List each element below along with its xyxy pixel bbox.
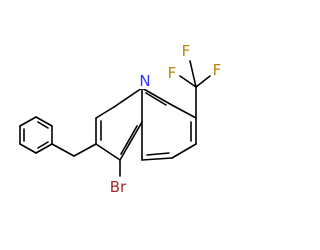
methylene-bridge <box>51 143 97 157</box>
bromine-label: Br <box>110 178 127 196</box>
trifluoromethyl-group <box>179 60 211 119</box>
fluorine-label-right: F <box>213 61 222 79</box>
pyridine-ring <box>95 87 143 161</box>
fluorine-label-top: F <box>182 42 191 60</box>
nitrogen-label: N <box>139 72 150 90</box>
nitrogen-label-bg <box>136 73 150 89</box>
fluorine-label-left: F <box>168 64 177 82</box>
phenyl-ring <box>19 116 53 154</box>
benzyl-bromo-trifluoromethyl-quinoline-structure: N Br F F F <box>19 42 222 196</box>
benzo-ring <box>141 87 197 161</box>
